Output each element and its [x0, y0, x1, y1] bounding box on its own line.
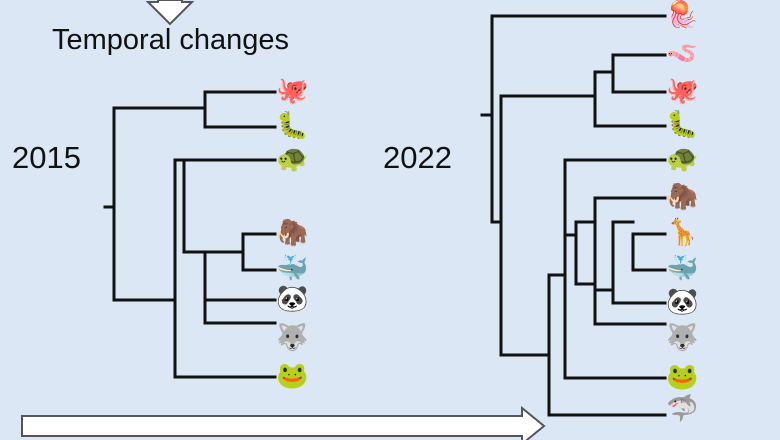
- down-arrow-shape: [145, 0, 195, 26]
- wolf-icon: 🐺: [666, 322, 698, 352]
- worm-icon: 🪱: [666, 38, 698, 68]
- mammoth-icon: 🦣: [276, 217, 308, 247]
- mammoth-icon: 🦣: [666, 181, 698, 211]
- jellyfish-icon: 🪼: [666, 0, 698, 29]
- panda-icon: 🐼: [276, 283, 309, 313]
- year-label-2015: 2015: [12, 140, 81, 175]
- panda-icon: 🐼: [666, 286, 699, 316]
- whale-icon: 🐳: [276, 253, 308, 283]
- caterpillar-icon: 🐛: [276, 110, 308, 140]
- whale-icon: 🐳: [666, 253, 698, 283]
- tree-2022: [480, 14, 667, 417]
- tree-2015-leaf-icons: 🐙 🐛🐢 🦣 🐳🐼 🐺 🐸: [276, 75, 309, 390]
- frog-icon: 🐸: [666, 361, 698, 391]
- caterpillar-icon: 🐛: [666, 109, 698, 139]
- time-arrow-shape: [21, 405, 546, 440]
- turtle-icon: 🐢: [276, 143, 308, 173]
- octopus-icon: 🐙: [276, 75, 308, 106]
- giraffe-icon: 🦒: [666, 217, 698, 247]
- tree-2015: [103, 90, 277, 379]
- frog-icon: 🐸: [276, 360, 308, 390]
- tree-2022-leaf-icons: 🪼 🪱 🐙🐛 🐢 🦣 🦒 🐳🐼 🐺 🐸🦈: [666, 0, 699, 423]
- octopus-icon: 🐙: [666, 75, 698, 106]
- diagram-title: Temporal changes: [52, 24, 289, 56]
- shark-icon: 🦈: [666, 393, 698, 423]
- year-label-2022: 2022: [383, 140, 452, 175]
- turtle-icon: 🐢: [666, 143, 698, 173]
- wolf-icon: 🐺: [276, 322, 308, 352]
